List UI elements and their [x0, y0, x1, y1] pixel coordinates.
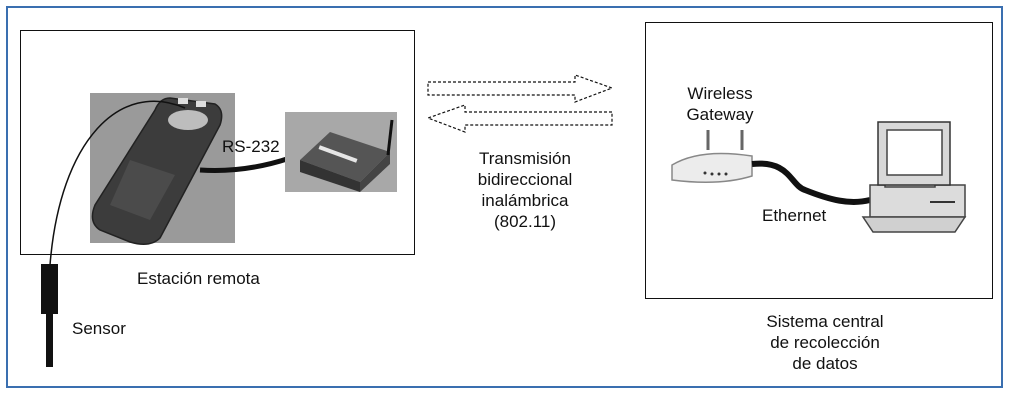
remote-station-label: Estación remota	[137, 269, 260, 288]
sensor-cable	[49, 100, 186, 266]
wireless-gateway-icon	[671, 130, 753, 183]
ethernet-label: Ethernet	[762, 206, 827, 225]
transmission-line-1: Transmisión	[479, 149, 571, 168]
transmission-label: Transmisión bidireccional inalámbrica (8…	[455, 148, 595, 232]
desktop-computer-icon	[861, 121, 967, 233]
central-system-line-2: de recolección	[770, 333, 880, 352]
bidirectional-arrows	[426, 74, 614, 133]
ethernet-cable	[751, 160, 871, 205]
wireless-gateway-line-1: Wireless	[687, 84, 753, 103]
sensor-probe-icon	[41, 264, 58, 367]
transmission-line-2: bidireccional	[477, 170, 573, 189]
rs232-modem-icon	[285, 112, 397, 192]
wireless-gateway-line-2: Gateway	[686, 105, 754, 124]
central-system-line-3: de datos	[792, 354, 858, 373]
rs232-label: RS-232	[222, 137, 280, 156]
central-system-line-1: Sistema central	[766, 312, 884, 331]
wireless-gateway-label: Wireless Gateway	[665, 83, 775, 125]
transmission-line-4: (802.11)	[493, 212, 557, 231]
central-system-label: Sistema central de recolección de datos	[745, 311, 905, 374]
transmission-line-3: inalámbrica	[481, 191, 569, 210]
sensor-label: Sensor	[72, 319, 126, 338]
rs232-cable	[199, 155, 291, 173]
diagram-frame	[6, 6, 1003, 388]
